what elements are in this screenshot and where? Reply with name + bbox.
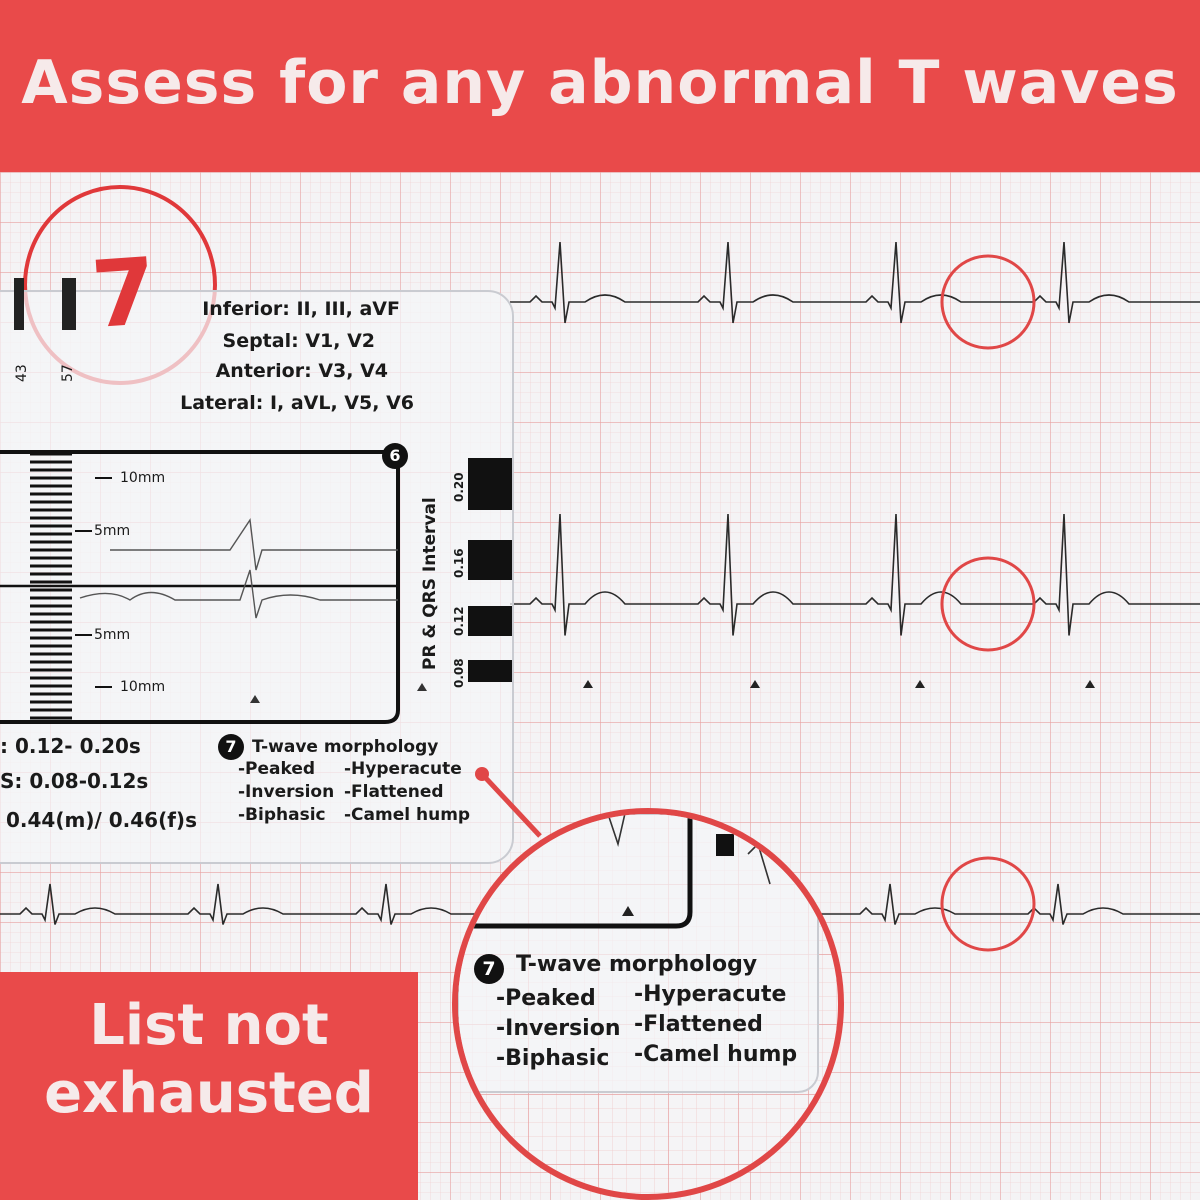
morphology-item: -Hyperacute bbox=[344, 759, 462, 779]
header-banner: Assess for any abnormal T waves bbox=[0, 0, 1200, 172]
barcode-mark bbox=[14, 278, 24, 330]
edge-number: 43 bbox=[14, 364, 30, 382]
beat-marker bbox=[750, 680, 760, 688]
interval-tick: 0.16 bbox=[452, 548, 466, 578]
magnified-morphology-item: -Peaked bbox=[496, 986, 596, 1011]
scale-label-5mm: 5mm bbox=[94, 627, 131, 643]
interval-tick: 0.20 bbox=[452, 472, 466, 502]
highlight-circle bbox=[940, 556, 1036, 652]
highlight-circle bbox=[940, 254, 1036, 350]
magnified-morphology-item: -Camel hump bbox=[634, 1042, 798, 1067]
lead-group-anterior: Anterior: V3, V4 bbox=[215, 360, 388, 382]
interval-bar-0.20 bbox=[468, 458, 512, 510]
ecg-trace bbox=[510, 513, 1200, 636]
edge-number: 57 bbox=[60, 364, 76, 382]
step-6-badge: 6 bbox=[382, 443, 408, 469]
ecg-trace bbox=[510, 241, 1200, 324]
footer-note: List not exhausted bbox=[0, 992, 418, 1128]
qrs-normal-value: S: 0.08-0.12s bbox=[0, 769, 149, 793]
morphology-item: -Biphasic bbox=[238, 805, 326, 825]
footer-line-2: exhausted bbox=[44, 1061, 374, 1126]
morphology-item: -Flattened bbox=[344, 782, 444, 802]
ecg-ruler-card bbox=[0, 290, 514, 864]
step-7-badge: 7 bbox=[218, 734, 244, 760]
morphology-item: -Camel hump bbox=[344, 805, 471, 825]
beat-marker bbox=[583, 680, 593, 688]
magnified-step-7-badge: 7 bbox=[474, 954, 504, 984]
calibration-box-graphic bbox=[0, 450, 427, 724]
beat-marker bbox=[1085, 680, 1095, 688]
interval-tick: 0.08 bbox=[452, 658, 466, 688]
scale-label-10mm: 10mm bbox=[120, 679, 166, 695]
footer-note-box: List not exhausted bbox=[0, 972, 418, 1200]
interval-tick: 0.12 bbox=[452, 606, 466, 636]
magnified-morphology-item: -Inversion bbox=[496, 1016, 621, 1041]
interval-bar-0.16 bbox=[468, 540, 512, 580]
magnified-grid-graphic bbox=[458, 814, 838, 1194]
magnified-morphology-title: T-wave morphology bbox=[516, 952, 758, 977]
scale-label-10mm: 10mm bbox=[120, 470, 166, 486]
beat-marker bbox=[915, 680, 925, 688]
page-title: Assess for any abnormal T waves bbox=[21, 48, 1179, 118]
handwritten-step-number: 7 bbox=[88, 237, 160, 350]
interval-bar-0.08 bbox=[468, 660, 512, 682]
lead-group-inferior: Inferior: II, III, aVF bbox=[202, 298, 400, 320]
interval-axis-label: PR & QRS Interval bbox=[420, 497, 440, 670]
highlight-circle bbox=[940, 856, 1036, 952]
scale-label-5mm: 5mm bbox=[94, 523, 131, 539]
footer-line-1: List not bbox=[89, 993, 329, 1058]
lead-group-lateral: Lateral: I, aVL, V5, V6 bbox=[180, 392, 414, 414]
magnifier-callout: 7 T-wave morphology -Peaked -Inversion -… bbox=[452, 808, 844, 1200]
morphology-title: T-wave morphology bbox=[252, 737, 439, 757]
lead-group-septal: Septal: V1, V2 bbox=[222, 330, 375, 352]
magnified-morphology-item: -Biphasic bbox=[496, 1046, 610, 1071]
magnified-morphology-item: -Flattened bbox=[634, 1012, 763, 1037]
interval-bar-0.12 bbox=[468, 606, 512, 636]
morphology-item: -Peaked bbox=[238, 759, 316, 779]
magnified-morphology-item: -Hyperacute bbox=[634, 982, 787, 1007]
morphology-item: -Inversion bbox=[238, 782, 335, 802]
barcode-mark bbox=[62, 278, 76, 330]
qtc-normal-value: 0.44(m)/ 0.46(f)s bbox=[6, 808, 197, 832]
pr-normal-value: : 0.12- 0.20s bbox=[0, 734, 141, 758]
